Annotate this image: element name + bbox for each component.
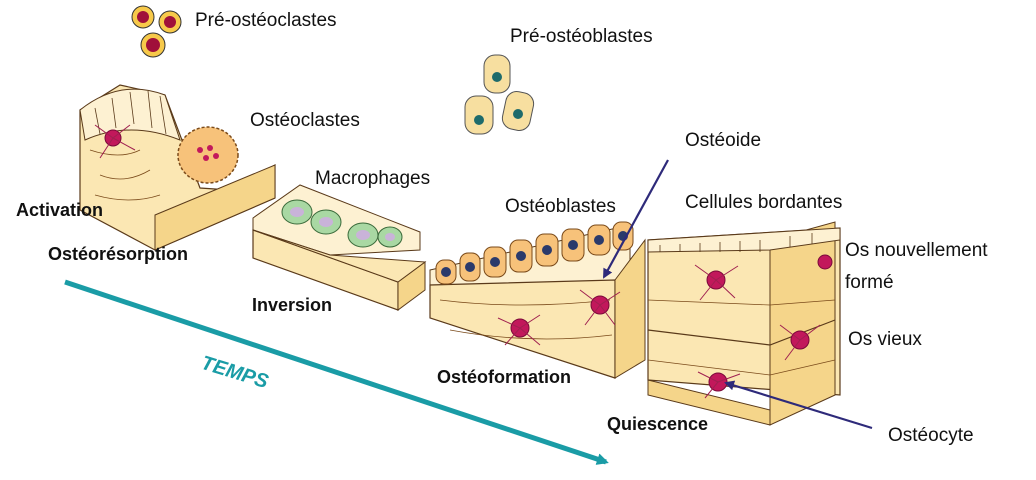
label-pre-osteoclastes: Pré-ostéoclastes (195, 10, 337, 31)
pre-osteoclast-cells (131, 5, 182, 58)
time-arrow (64, 279, 609, 465)
label-pre-osteoblastes: Pré-ostéoblastes (510, 26, 653, 47)
stage-activation: Activation (16, 200, 104, 220)
label-osteoclastes: Ostéoclastes (250, 110, 360, 131)
quiescence-block (647, 221, 841, 426)
label-os-nouvellement: Os nouvellement (845, 240, 988, 261)
osteoblast-row (435, 221, 634, 285)
label-osteocyte: Ostéocyte (888, 425, 974, 446)
label-osteoblastes: Ostéoblastes (505, 196, 616, 217)
stage-osteoformation: Ostéoformation (437, 367, 572, 387)
label-cellules-bordantes: Cellules bordantes (685, 192, 843, 213)
stage-inversion: Inversion (252, 295, 333, 315)
osteoide-pointer (603, 159, 669, 279)
label-macrophages: Macrophages (315, 168, 431, 189)
stage-quiescence: Quiescence (607, 414, 709, 434)
osteoformation-block (429, 221, 646, 379)
inversion-block (252, 184, 427, 311)
osteocyte-pointer (724, 380, 873, 430)
activation-block (79, 84, 276, 251)
label-osteoide: Ostéoide (685, 130, 762, 151)
stage-osteoresorption: Ostéorésorption (48, 244, 189, 264)
label-os-vieux: Os vieux (848, 329, 922, 350)
label-os-nouvellement-forme: formé (845, 272, 894, 293)
pre-osteoblast-cells (464, 54, 535, 135)
